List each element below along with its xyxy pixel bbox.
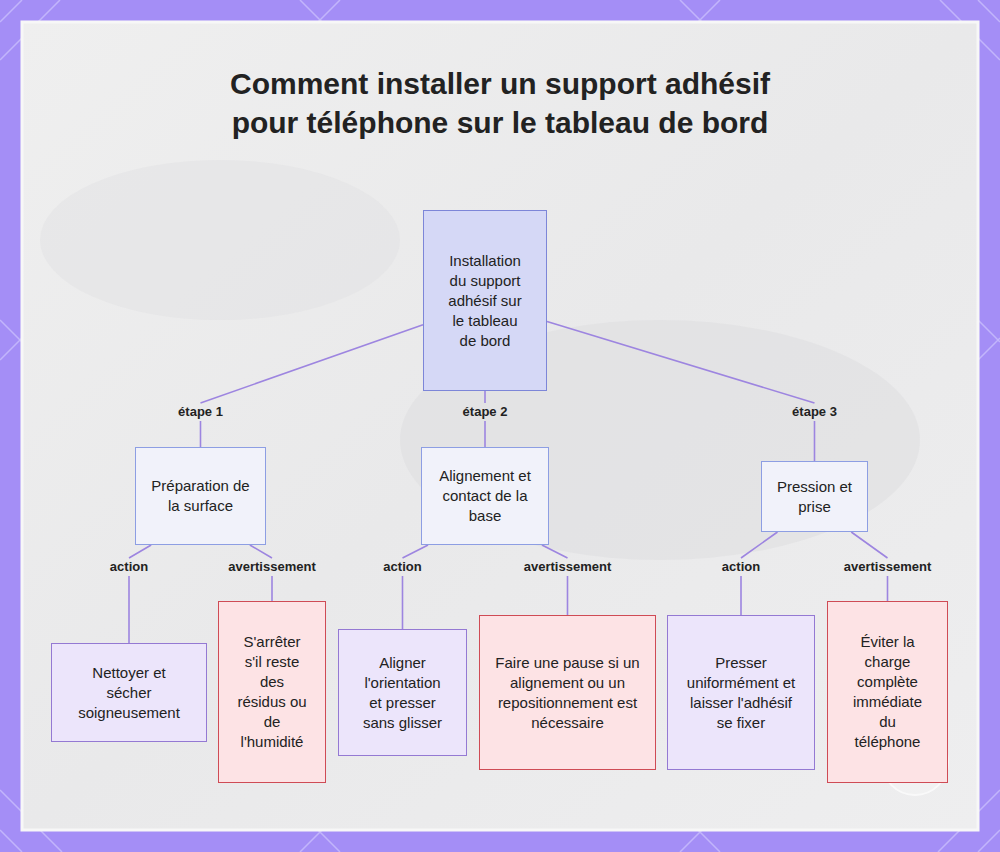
panel — [22, 22, 978, 830]
node-text: Pression et prise — [774, 477, 855, 517]
edge-label: étape 3 — [792, 404, 837, 420]
edge-label: action — [383, 559, 421, 575]
edge-label: avertissement — [844, 559, 931, 575]
connector-line — [547, 321, 815, 461]
node-text: Éviter la charge complète immédiate du t… — [846, 632, 929, 752]
node-text: Faire une pause si un alignement ou un r… — [494, 653, 641, 733]
warning-box: Faire une pause si un alignement ou un r… — [479, 615, 656, 770]
edge-label: action — [722, 559, 760, 575]
step-box: Alignement et contact de la base — [421, 447, 549, 545]
warning-box: Éviter la charge complète immédiate du t… — [827, 601, 948, 783]
edge-label: action — [110, 559, 148, 575]
node-text: S'arrêter s'il reste des résidus ou de l… — [235, 632, 309, 752]
connector-line — [201, 325, 424, 447]
action-box: Presser uniformément et laisser l'adhési… — [667, 615, 815, 770]
node-text: Aligner l'orientation et presser sans gl… — [359, 653, 446, 733]
node-text: Préparation de la surface — [150, 476, 251, 516]
faded-photo — [40, 160, 400, 320]
root-box: Installation du support adhésif sur le t… — [423, 210, 547, 391]
warning-box: S'arrêter s'il reste des résidus ou de l… — [218, 601, 326, 783]
connector-line — [403, 545, 429, 629]
frame-line — [300, 830, 720, 852]
edge-label: étape 2 — [463, 404, 508, 420]
connector-line — [542, 545, 568, 615]
node-text: Installation du support adhésif sur le t… — [444, 251, 526, 351]
edge-label: avertissement — [524, 559, 611, 575]
diagram-title: Comment installer un support adhésif pou… — [215, 64, 785, 142]
edge-label: étape 1 — [178, 404, 223, 420]
edge-label: avertissement — [228, 559, 315, 575]
step-box: Préparation de la surface — [135, 447, 266, 545]
node-text: Alignement et contact de la base — [434, 466, 536, 526]
action-box: Nettoyer et sécher soigneusement — [51, 643, 207, 742]
action-box: Aligner l'orientation et presser sans gl… — [338, 629, 467, 756]
frame-line — [300, 0, 720, 22]
step-box: Pression et prise — [761, 461, 868, 532]
node-text: Nettoyer et sécher soigneusement — [74, 663, 184, 723]
node-text: Presser uniformément et laisser l'adhési… — [684, 653, 798, 733]
